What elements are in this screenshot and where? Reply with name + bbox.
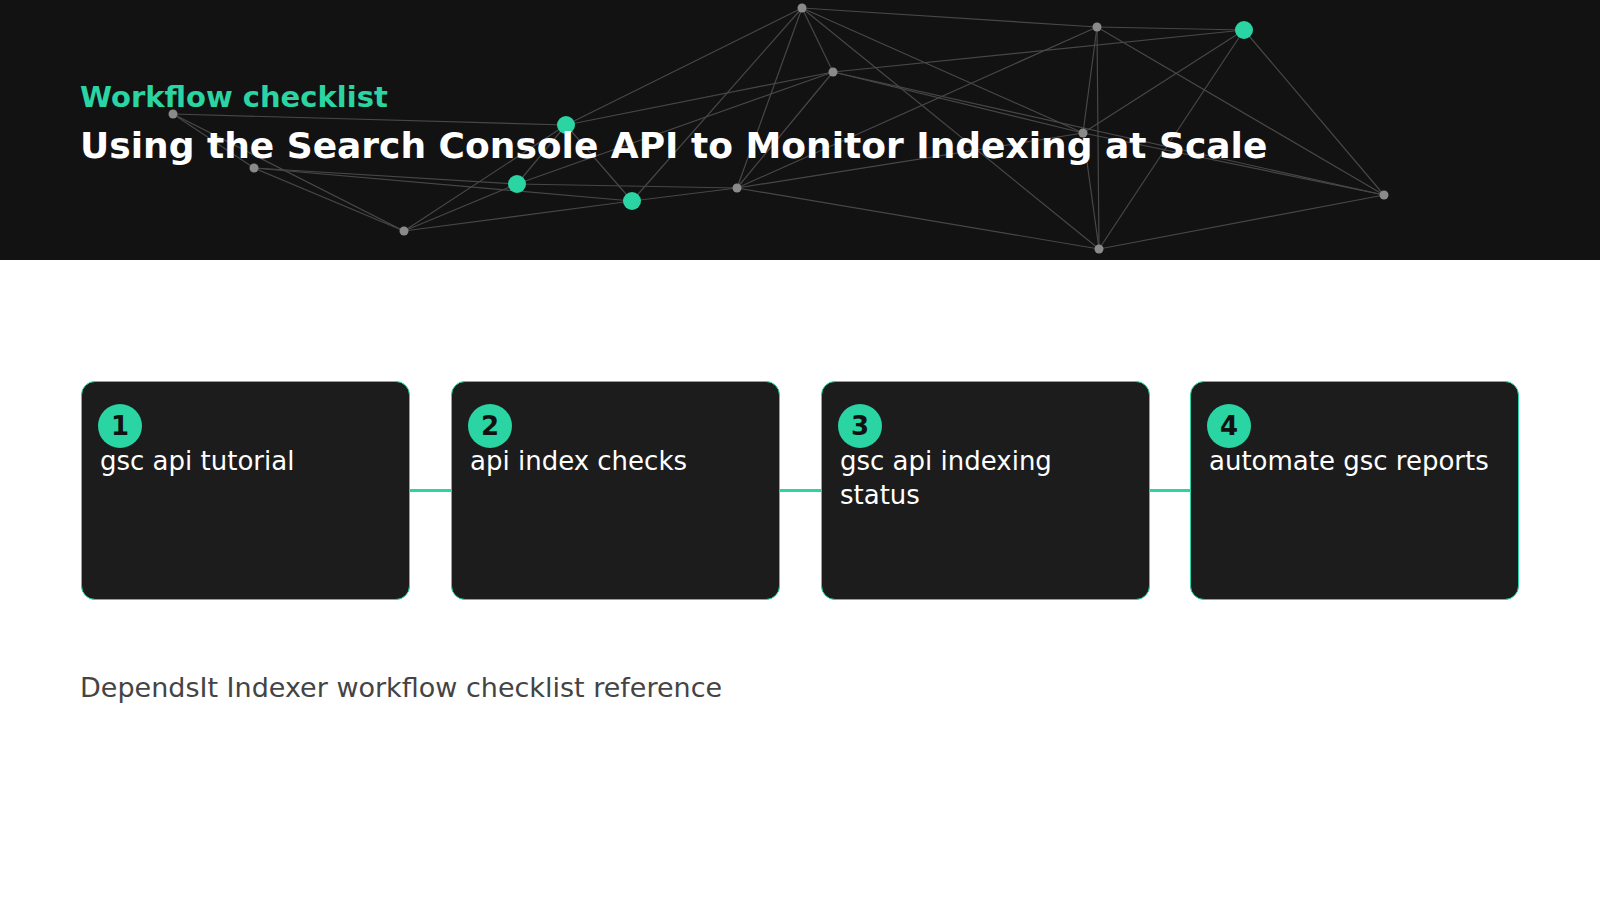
step-label: automate gsc reports: [1209, 444, 1500, 478]
page-title: Using the Search Console API to Monitor …: [80, 124, 1320, 168]
step-box: 1gsc api tutorial: [81, 381, 410, 600]
caption: DependsIt Indexer workflow checklist ref…: [80, 672, 722, 703]
step-box: 4automate gsc reports: [1190, 381, 1519, 600]
callout-number: 4: [1207, 404, 1251, 448]
connector-line: [1150, 489, 1190, 492]
step-label: api index checks: [470, 444, 761, 478]
step-label: gsc api indexing status: [840, 444, 1131, 512]
step-label: gsc api tutorial: [100, 444, 391, 478]
callout-number: 3: [838, 404, 882, 448]
eyebrow-label: Workflow checklist: [80, 80, 388, 114]
callout-number: 2: [468, 404, 512, 448]
connector-line: [410, 489, 451, 492]
connector-line: [780, 489, 821, 492]
callout-number: 1: [98, 404, 142, 448]
step-box: 2api index checks: [451, 381, 780, 600]
step-box: 3gsc api indexing status: [821, 381, 1150, 600]
